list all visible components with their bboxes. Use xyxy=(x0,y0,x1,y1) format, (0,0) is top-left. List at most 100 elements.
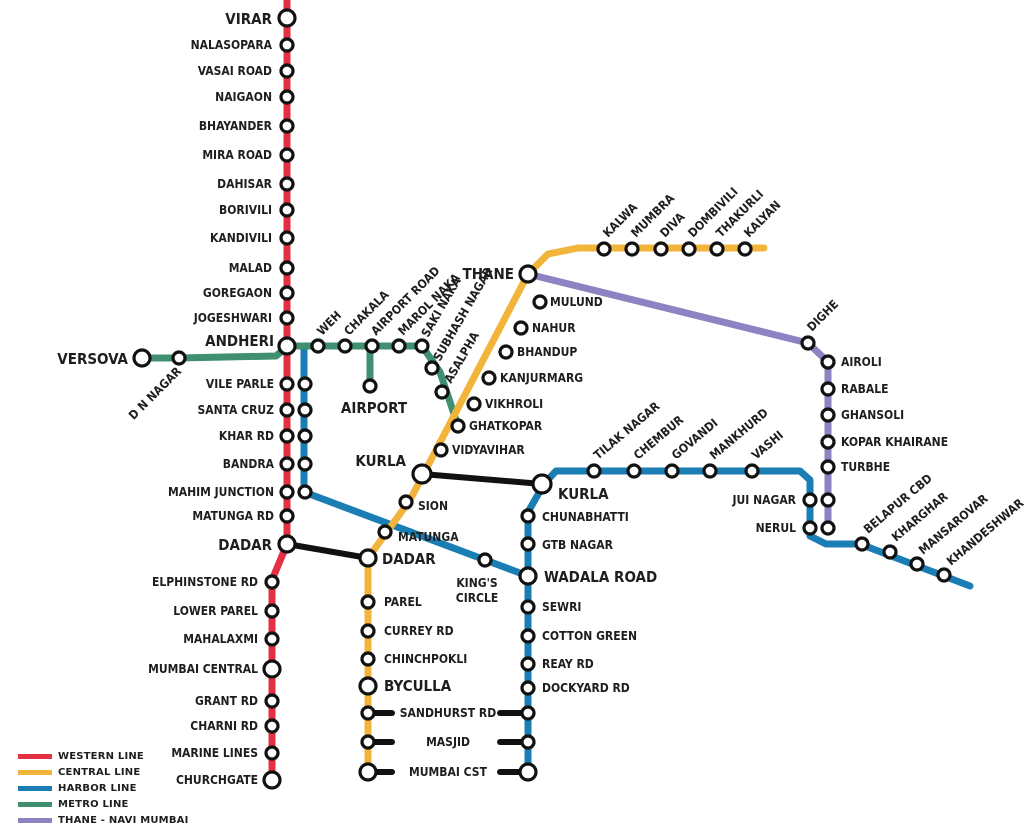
station-andheri[interactable] xyxy=(277,336,297,356)
station-ghansoli[interactable] xyxy=(820,407,836,423)
station-dadar-w[interactable] xyxy=(277,534,297,554)
station-bandra-h[interactable] xyxy=(297,456,313,472)
station-matunga[interactable] xyxy=(377,524,393,540)
station-mumbra[interactable] xyxy=(624,241,640,257)
station-dahisar[interactable] xyxy=(279,176,295,192)
station-mankhurd[interactable] xyxy=(702,463,718,479)
station-mahim-junction[interactable] xyxy=(279,484,295,500)
station-vashi[interactable] xyxy=(744,463,760,479)
station-mira-road[interactable] xyxy=(279,147,295,163)
station-chunabhatti[interactable] xyxy=(520,508,536,524)
station-vikhroli[interactable] xyxy=(466,396,482,412)
station-mansarovar[interactable] xyxy=(909,556,925,572)
station-chembur[interactable] xyxy=(626,463,642,479)
station-mumbai-cst-h[interactable] xyxy=(518,762,538,782)
station-tilak-nagar[interactable] xyxy=(586,463,602,479)
station-kopar-khairane[interactable] xyxy=(820,434,836,450)
station-marol-naka[interactable] xyxy=(391,338,407,354)
station-vidyavihar[interactable] xyxy=(433,442,449,458)
station-airport[interactable] xyxy=(362,378,378,394)
station-weh[interactable] xyxy=(310,338,326,354)
station-santa-cruz[interactable] xyxy=(279,402,295,418)
station-kalwa[interactable] xyxy=(596,241,612,257)
station-currey-rd[interactable] xyxy=(360,623,376,639)
station-dn-nagar[interactable] xyxy=(171,350,187,366)
station-dockyard-rd[interactable] xyxy=(520,680,536,696)
station-belapur-cbd[interactable] xyxy=(854,536,870,552)
station-grant-rd[interactable] xyxy=(264,693,280,709)
station-asalpha[interactable] xyxy=(434,384,450,400)
station-parel[interactable] xyxy=(360,594,376,610)
station-bandra[interactable] xyxy=(279,456,295,472)
station-charni-rd[interactable] xyxy=(264,718,280,734)
station-sandhurst-rd-c[interactable] xyxy=(360,705,376,721)
station-rabale[interactable] xyxy=(820,381,836,397)
station-mulund[interactable] xyxy=(532,294,548,310)
station-saki-naka[interactable] xyxy=(414,338,430,354)
station-thane[interactable] xyxy=(518,264,538,284)
station-dombivili[interactable] xyxy=(681,241,697,257)
station-nalasopara[interactable] xyxy=(279,37,295,53)
station-versova[interactable] xyxy=(132,348,152,368)
station-kharghar[interactable] xyxy=(882,544,898,560)
station-goregaon[interactable] xyxy=(279,285,295,301)
station-dadar-c[interactable] xyxy=(358,548,378,568)
label-marine-lines: MARINE LINES xyxy=(171,746,258,760)
station-chakala[interactable] xyxy=(337,338,353,354)
station-bhayander[interactable] xyxy=(279,118,295,134)
station-nahur[interactable] xyxy=(513,320,529,336)
station-sandhurst-rd-h[interactable] xyxy=(520,705,536,721)
station-mahalaxmi[interactable] xyxy=(264,631,280,647)
station-chinchpokli[interactable] xyxy=(360,651,376,667)
station-jogeshwari[interactable] xyxy=(279,310,295,326)
station-lower-parel[interactable] xyxy=(264,603,280,619)
station-airoli[interactable] xyxy=(820,354,836,370)
station-jui-nagar-n[interactable] xyxy=(820,492,836,508)
station-dighe[interactable] xyxy=(800,335,816,351)
station-kanjurmarg[interactable] xyxy=(481,370,497,386)
station-churchgate[interactable] xyxy=(262,770,282,790)
station-elphinstone-rd[interactable] xyxy=(264,574,280,590)
station-reay-rd[interactable] xyxy=(520,656,536,672)
station-masjid-c[interactable] xyxy=(360,734,376,750)
station-kalyan[interactable] xyxy=(737,241,753,257)
station-borivili[interactable] xyxy=(279,202,295,218)
station-govandi[interactable] xyxy=(664,463,680,479)
station-thakurli[interactable] xyxy=(709,241,725,257)
station-sion[interactable] xyxy=(398,494,414,510)
station-byculla[interactable] xyxy=(358,676,378,696)
station-santa-cruz-h[interactable] xyxy=(297,402,313,418)
station-wadala-road[interactable] xyxy=(518,566,538,586)
station-khar-rd[interactable] xyxy=(279,428,295,444)
station-kurla-h[interactable] xyxy=(531,473,553,495)
station-naigaon[interactable] xyxy=(279,89,295,105)
station-ghatkopar[interactable] xyxy=(450,418,466,434)
station-turbhe[interactable] xyxy=(820,459,836,475)
station-matunga-rd[interactable] xyxy=(279,508,295,524)
station-jui-nagar[interactable] xyxy=(802,492,818,508)
station-khar-rd-h[interactable] xyxy=(297,428,313,444)
station-vile-parle[interactable] xyxy=(279,376,295,392)
station-marine-lines[interactable] xyxy=(264,745,280,761)
station-nerul[interactable] xyxy=(802,520,818,536)
station-airport-road[interactable] xyxy=(364,338,380,354)
station-subhash-nagar[interactable] xyxy=(424,360,440,376)
station-vile-parle-h[interactable] xyxy=(297,376,313,392)
station-masjid-h[interactable] xyxy=(520,734,536,750)
station-mahim-h[interactable] xyxy=(297,484,313,500)
station-vasai-road[interactable] xyxy=(279,63,295,79)
station-kandivili[interactable] xyxy=(279,230,295,246)
station-diva[interactable] xyxy=(653,241,669,257)
station-kurla-c[interactable] xyxy=(411,463,433,485)
station-gtb-nagar[interactable] xyxy=(520,536,536,552)
station-cotton-green[interactable] xyxy=(520,628,536,644)
station-virar[interactable] xyxy=(277,8,297,28)
station-kings-circle[interactable] xyxy=(477,552,493,568)
station-bhandup[interactable] xyxy=(498,344,514,360)
station-mumbai-cst-c[interactable] xyxy=(358,762,378,782)
station-nerul-n[interactable] xyxy=(820,520,836,536)
station-sewri[interactable] xyxy=(520,599,536,615)
station-mumbai-central[interactable] xyxy=(262,659,282,679)
station-malad[interactable] xyxy=(279,260,295,276)
station-khandeshwar[interactable] xyxy=(936,567,952,583)
